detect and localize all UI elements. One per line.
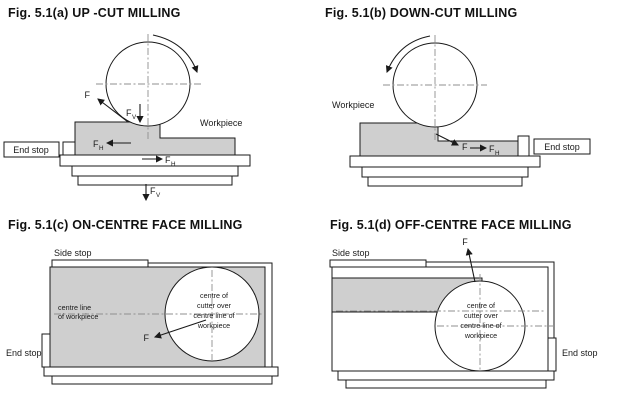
figure-d-title: Fig. 5.1(d) OFF-CENTRE FACE MILLING bbox=[330, 218, 572, 232]
force-label-fh-sub: H bbox=[99, 145, 104, 152]
side-stop-bar-d bbox=[329, 259, 427, 268]
table-layer bbox=[59, 154, 251, 167]
force-label-fh: F bbox=[489, 144, 495, 154]
cutter-note-line: workpiece bbox=[464, 331, 497, 340]
table-layer bbox=[43, 366, 279, 377]
end-stop-label-c: End stop bbox=[6, 348, 42, 358]
panel-a-diagram: F F V F H F H F V Workpiece End stop bbox=[3, 34, 251, 202]
table-layer bbox=[349, 155, 541, 168]
table-layer bbox=[51, 375, 273, 385]
force-label-fv2-sub: V bbox=[156, 192, 161, 199]
end-stop-label-b: End stop bbox=[544, 142, 580, 152]
panel-c-diagram: centre of cutter over centre line of wor… bbox=[6, 248, 279, 385]
figure-b-title: Fig. 5.1(b) DOWN-CUT MILLING bbox=[325, 6, 518, 20]
force-label-fv: F bbox=[126, 108, 132, 118]
table-layer bbox=[71, 165, 239, 177]
workpiece-label-a: Workpiece bbox=[200, 118, 242, 128]
end-stop-block-b bbox=[517, 135, 530, 157]
cutter-note-line: cutter over bbox=[464, 311, 499, 320]
table-layer bbox=[345, 379, 547, 389]
force-label-fh2-sub: H bbox=[171, 161, 176, 168]
force-label-f: F bbox=[85, 90, 91, 100]
table-layer bbox=[337, 370, 555, 381]
force-label-fh2: F bbox=[165, 155, 171, 165]
cutter-note-line: centre line of bbox=[193, 311, 234, 320]
end-stop-tag-a bbox=[3, 141, 60, 158]
cutter-note-line: workpiece bbox=[197, 321, 230, 330]
table-layer bbox=[361, 166, 529, 178]
force-arrow-f bbox=[435, 133, 459, 146]
table-layer bbox=[367, 176, 523, 187]
cutter-note-line: centre of bbox=[200, 291, 228, 300]
centre-line-label: centre line bbox=[58, 303, 91, 312]
workpiece-label-b: Workpiece bbox=[332, 100, 374, 110]
end-stop-label-a: End stop bbox=[13, 145, 49, 155]
figure-c-title: Fig. 5.1(c) ON-CENTRE FACE MILLING bbox=[8, 218, 243, 232]
rotation-arrow-cw-icon bbox=[152, 34, 199, 74]
force-label-fv-sub: V bbox=[132, 114, 137, 121]
panel-b-diagram: Workpiece F F H End stop bbox=[332, 35, 591, 187]
side-stop-bar-c bbox=[51, 259, 149, 268]
force-arrow-f bbox=[97, 98, 129, 123]
cutter-note-line: centre of bbox=[467, 301, 495, 310]
force-label-fv2: F bbox=[150, 186, 156, 196]
cutter-note-line: cutter over bbox=[197, 301, 232, 310]
end-stop-tag-b bbox=[533, 138, 591, 155]
end-stop-block-a bbox=[62, 141, 76, 156]
side-stop-label-d: Side stop bbox=[332, 248, 370, 258]
force-arrow-f bbox=[465, 247, 476, 283]
centre-line-label: of workpiece bbox=[58, 312, 98, 321]
force-label-fh-sub: H bbox=[495, 150, 500, 157]
table-layer bbox=[77, 175, 233, 186]
panel-d-diagram: centre of cutter over centre line of wor… bbox=[329, 237, 598, 389]
cutter-note-line: centre line of bbox=[460, 321, 501, 330]
force-label-f: F bbox=[144, 333, 150, 343]
end-stop-block-c bbox=[41, 333, 51, 368]
force-arrow-f bbox=[153, 319, 207, 339]
rotation-arrow-ccw-icon bbox=[385, 35, 431, 73]
force-label-fh: F bbox=[93, 139, 99, 149]
force-label-f: F bbox=[462, 237, 468, 247]
end-stop-label-d: End stop bbox=[562, 348, 598, 358]
side-stop-label-c: Side stop bbox=[54, 248, 92, 258]
force-label-f: F bbox=[462, 142, 468, 152]
figure-a-title: Fig. 5.1(a) UP -CUT MILLING bbox=[8, 6, 181, 20]
end-stop-block-d bbox=[547, 337, 557, 372]
